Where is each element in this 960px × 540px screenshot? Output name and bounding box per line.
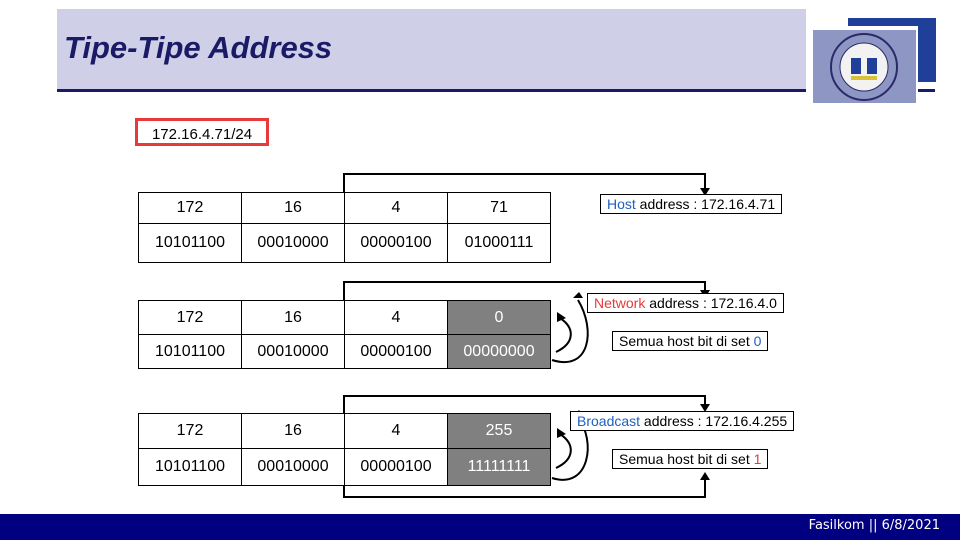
title-bar — [57, 9, 806, 89]
note-keyword: Network — [594, 295, 646, 311]
octet-binary-2: 00010000 — [241, 334, 345, 369]
octet-binary-1: 10101100 — [138, 448, 242, 486]
note-text: Semua host bit di set — [619, 451, 754, 467]
octet-binary-2: 00010000 — [241, 448, 345, 486]
octet-binary-3: 00000100 — [344, 223, 448, 263]
host-octet-decimal: 0 — [447, 300, 551, 335]
host-address-note: Host address : 172.16.4.71 — [600, 194, 783, 214]
network-host-bits-note: Semua host bit di set 0 — [612, 331, 769, 351]
host-octet-binary: 00000000 — [447, 334, 551, 369]
university-logo — [813, 30, 916, 103]
octet-decimal-1: 172 — [138, 413, 242, 449]
octet-decimal-2: 16 — [241, 192, 345, 224]
title-underline — [57, 89, 935, 92]
octet-decimal-2: 16 — [241, 300, 345, 335]
octet-binary-2: 00010000 — [241, 223, 345, 263]
network-address-note: Network address : 172.16.4.0 — [587, 293, 784, 313]
broadcast-address-note: Broadcast address : 172.16.4.255 — [570, 411, 795, 431]
note-keyword: Broadcast — [577, 413, 641, 429]
note-text: address : 172.16.4.0 — [645, 295, 777, 311]
footer-bar: Fasilkom || 6/8/2021 — [0, 514, 960, 540]
note-value: 0 — [753, 333, 762, 349]
octet-decimal-3: 4 — [344, 192, 448, 224]
footer-text: Fasilkom || 6/8/2021 — [808, 518, 940, 533]
octet-decimal-3: 4 — [344, 300, 448, 335]
note-keyword: Host — [607, 196, 636, 212]
octet-binary-1: 10101100 — [138, 223, 242, 263]
broadcast-host-bits-note: Semua host bit di set 1 — [612, 449, 769, 469]
note-value: 1 — [753, 451, 762, 467]
octet-decimal-4: 71 — [447, 192, 551, 224]
octet-binary-3: 00000100 — [344, 334, 448, 369]
note-text: address : 172.16.4.71 — [635, 196, 776, 212]
page-title: Tipe-Tipe Address — [64, 30, 333, 65]
octet-decimal-3: 4 — [344, 413, 448, 449]
octet-binary-3: 00000100 — [344, 448, 448, 486]
university-seal-icon — [830, 33, 898, 101]
octet-decimal-1: 172 — [138, 300, 242, 335]
host-octet-binary: 11111111 — [447, 448, 551, 486]
octet-decimal-1: 172 — [138, 192, 242, 224]
host-octet-decimal: 255 — [447, 413, 551, 449]
octet-decimal-2: 16 — [241, 413, 345, 449]
cidr-address-box: 172.16.4.71/24 — [135, 118, 269, 146]
octet-binary-1: 10101100 — [138, 334, 242, 369]
octet-binary-4: 01000111 — [447, 223, 551, 263]
note-text: address : 172.16.4.255 — [640, 413, 788, 429]
note-text: Semua host bit di set — [619, 333, 754, 349]
